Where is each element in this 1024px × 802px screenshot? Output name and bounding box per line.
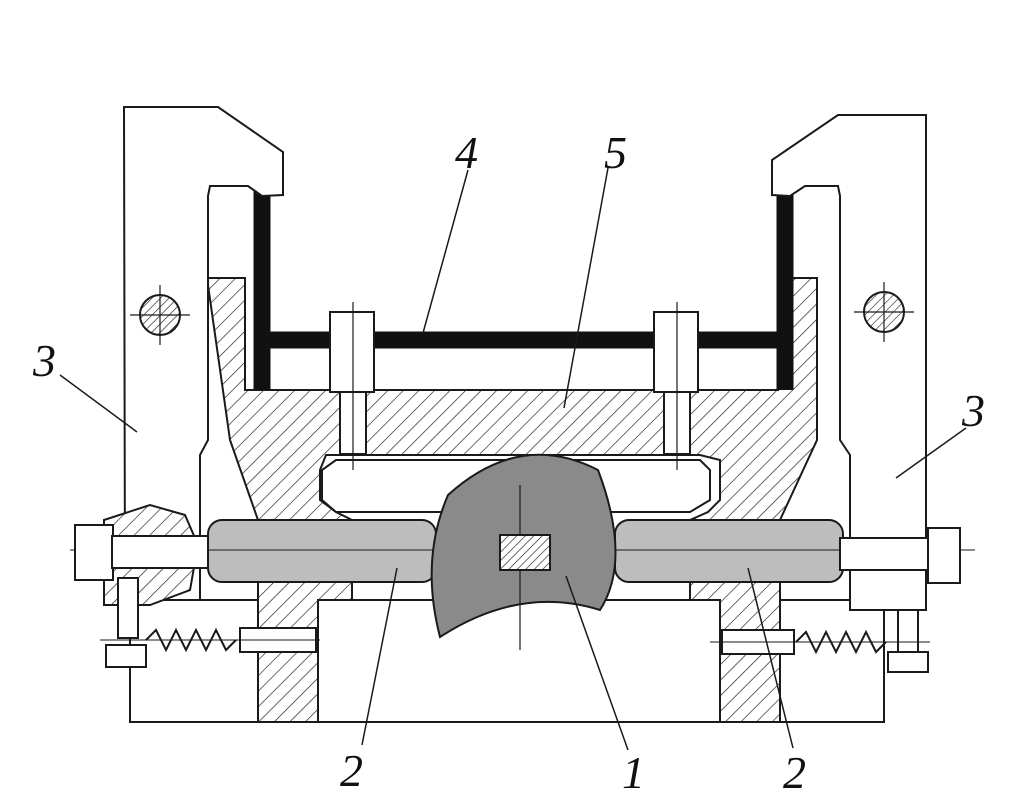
pushrod-right [614, 519, 844, 583]
leader-5 [563, 167, 609, 409]
nut-right [839, 527, 961, 584]
bolt-left [329, 302, 375, 470]
lever-right [771, 114, 927, 611]
leader-3-right [895, 427, 967, 479]
housing-body [205, 277, 818, 723]
leader-3-left [59, 374, 138, 433]
cam-key [499, 534, 551, 571]
leader-2-left [361, 567, 398, 746]
leader-4 [422, 169, 469, 334]
label-housing: 5 [604, 127, 627, 178]
label-pushrod-right: 2 [783, 747, 806, 798]
leader-1 [565, 575, 629, 751]
label-pushrod-left: 2 [340, 745, 363, 796]
bolt-right [653, 302, 699, 470]
label-lever-right: 3 [962, 385, 985, 436]
leader-2-right [747, 567, 794, 749]
spring-right [710, 609, 930, 673]
lever-left [122, 106, 284, 601]
label-belt: 4 [455, 127, 478, 178]
label-cam: 1 [622, 747, 645, 798]
spring-left [100, 577, 320, 668]
label-lever-left: 3 [33, 335, 56, 386]
pivot-left [130, 285, 190, 345]
nut-left [74, 524, 209, 581]
pivot-right [854, 282, 914, 342]
pushrod-left [207, 519, 437, 583]
